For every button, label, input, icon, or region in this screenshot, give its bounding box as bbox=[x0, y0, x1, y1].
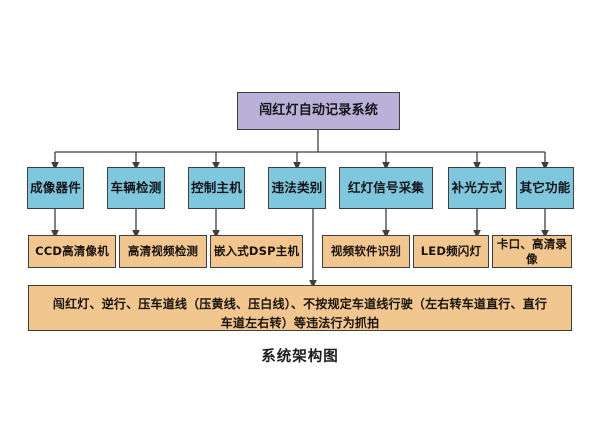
category-node-label: 补光方式 bbox=[451, 180, 503, 196]
implementation-node-label: 高清视频检测 bbox=[127, 244, 199, 259]
category-node-label: 红灯信号采集 bbox=[347, 180, 425, 196]
category-node-control-host[interactable]: 控制主机 bbox=[188, 167, 245, 209]
implementation-node-label: 卡口、高清录像 bbox=[496, 237, 568, 266]
category-node-fill-light-method[interactable]: 补光方式 bbox=[448, 167, 506, 209]
category-node-red-light-signal-acquisition[interactable]: 红灯信号采集 bbox=[339, 167, 433, 209]
category-node-imaging-device[interactable]: 成像器件 bbox=[27, 167, 84, 209]
detail-node-line-2: 车道左右转）等违法行为抓拍 bbox=[220, 315, 380, 330]
implementation-node-checkpoint-hd-recording[interactable]: 卡口、高清录像 bbox=[492, 235, 572, 268]
implementation-node-ccd-hd-camera[interactable]: CCD高清像机 bbox=[28, 235, 116, 268]
category-node-label: 成像器件 bbox=[30, 180, 81, 196]
category-node-label: 违法类别 bbox=[271, 180, 323, 196]
detail-node-violation-capture[interactable]: 闯红灯、逆行、压车道线（压黄线、压白线）、不按规定车道线行驶（左右转车道直行、直… bbox=[28, 285, 572, 331]
category-node-vehicle-detection[interactable]: 车辆检测 bbox=[107, 167, 165, 209]
implementation-node-video-software-recognition[interactable]: 视频软件识别 bbox=[322, 235, 410, 268]
category-node-label: 控制主机 bbox=[191, 180, 242, 196]
category-node-other-functions[interactable]: 其它功能 bbox=[516, 167, 574, 209]
diagram-caption: 系统架构图 bbox=[261, 349, 339, 365]
root-node-label: 闯红灯自动记录系统 bbox=[259, 102, 378, 118]
root-node-system[interactable]: 闯红灯自动记录系统 bbox=[237, 92, 400, 130]
implementation-node-embedded-dsp-host[interactable]: 嵌入式DSP主机 bbox=[210, 235, 303, 268]
implementation-node-led-strobe-light[interactable]: LED频闪灯 bbox=[413, 235, 489, 268]
category-node-violation-type[interactable]: 违法类别 bbox=[268, 167, 326, 209]
implementation-node-label: LED频闪灯 bbox=[420, 244, 482, 259]
implementation-node-label: 视频软件识别 bbox=[330, 244, 402, 259]
implementation-node-label: CCD高清像机 bbox=[35, 244, 109, 259]
category-node-label: 车辆检测 bbox=[110, 180, 162, 196]
implementation-node-label: 嵌入式DSP主机 bbox=[213, 244, 300, 259]
implementation-node-hd-video-detection[interactable]: 高清视频检测 bbox=[119, 235, 207, 268]
detail-node-line-1: 闯红灯、逆行、压车道线（压黄线、压白线）、不按规定车道线行驶（左右转车道直行、直… bbox=[52, 297, 548, 311]
category-node-label: 其它功能 bbox=[519, 180, 571, 196]
